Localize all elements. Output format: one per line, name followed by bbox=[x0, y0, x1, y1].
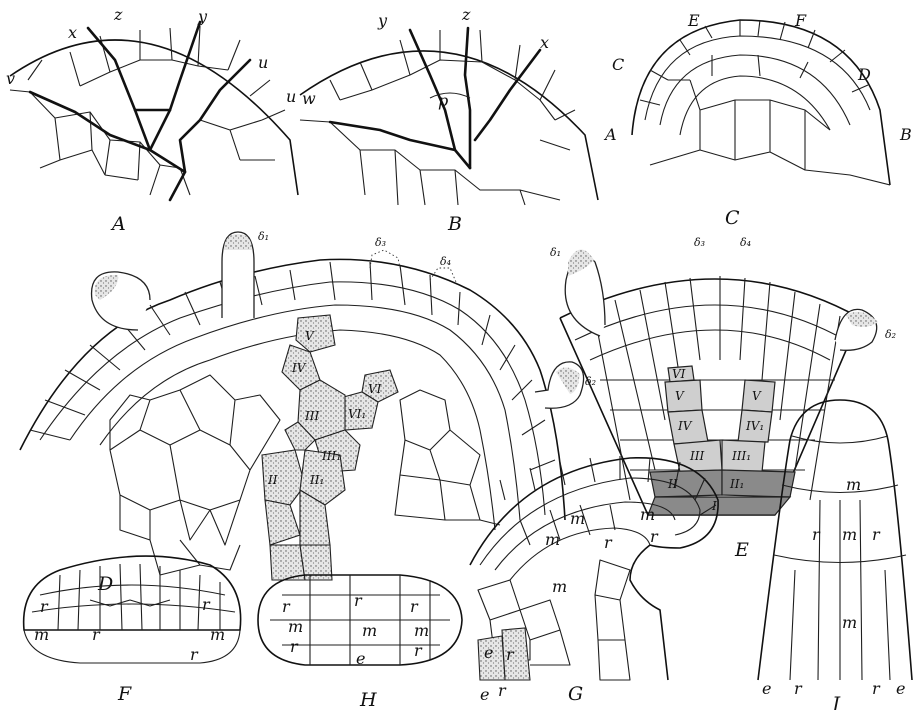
caption-a: A bbox=[110, 213, 126, 235]
label-m1: m bbox=[34, 625, 49, 644]
label-r1: r bbox=[282, 597, 291, 616]
label-VI: VI bbox=[672, 367, 686, 381]
label-v: v bbox=[6, 69, 15, 88]
label-F: F bbox=[794, 11, 807, 30]
label-II1: II₁ bbox=[309, 473, 324, 487]
label-m1: m bbox=[288, 617, 303, 636]
label-C: C bbox=[612, 55, 624, 74]
label-III: III bbox=[304, 409, 319, 423]
label-e1: e bbox=[762, 679, 771, 698]
label-VI1: VI₁ bbox=[348, 407, 366, 421]
label-r2: r bbox=[650, 527, 659, 546]
label-IV: IV bbox=[677, 419, 693, 433]
label-VI: VI bbox=[368, 382, 382, 396]
label-m1: m bbox=[570, 509, 585, 528]
label-r4: r bbox=[290, 637, 299, 656]
label-II1: II₁ bbox=[729, 477, 744, 491]
label-D: D bbox=[857, 65, 871, 84]
label-y: y bbox=[197, 7, 208, 26]
label-r1: r bbox=[604, 533, 613, 552]
label-r2: r bbox=[354, 591, 363, 610]
caption-d: D bbox=[97, 573, 113, 595]
label-A: A bbox=[603, 125, 617, 144]
label-delta2: δ₂ bbox=[885, 328, 896, 341]
figure-j: m r m r m e r r e J bbox=[758, 400, 912, 710]
label-u-lower: u bbox=[286, 87, 296, 106]
figure-a: v x z y u u A bbox=[6, 5, 298, 235]
label-e: e bbox=[356, 649, 365, 668]
label-IV1: IV₁ bbox=[745, 419, 764, 433]
caption-b: B bbox=[447, 213, 462, 235]
label-delta3: δ₃ bbox=[375, 236, 386, 249]
label-II: II bbox=[267, 473, 278, 487]
label-delta3: δ₃ bbox=[694, 236, 705, 249]
label-m1: m bbox=[846, 475, 861, 494]
label-r4: r bbox=[872, 679, 881, 698]
figure-c: C E F D B C bbox=[612, 11, 912, 229]
label-m2: m bbox=[210, 625, 225, 644]
caption-e: E bbox=[734, 539, 749, 561]
label-delta4: δ₄ bbox=[440, 255, 451, 268]
label-m4: m bbox=[552, 577, 567, 596]
figure-e: δ₁ δ₃ δ₄ δ₂ VI V IV V IV₁ III III₁ II II… bbox=[550, 236, 896, 561]
label-V-right: V bbox=[752, 389, 762, 403]
label-m2: m bbox=[842, 525, 857, 544]
label-x: x bbox=[540, 33, 549, 52]
label-delta1: δ₁ bbox=[258, 230, 269, 243]
label-r2: r bbox=[872, 525, 881, 544]
label-III1: III₁ bbox=[731, 449, 751, 463]
label-m3: m bbox=[842, 613, 857, 632]
figure-d: δ₁ δ₃ δ₄ δ₂ V IV VI VI₁ III III₁ II II₁ … bbox=[20, 230, 596, 595]
label-E: E bbox=[687, 11, 700, 30]
label-V: V bbox=[675, 389, 685, 403]
label-delta1: δ₁ bbox=[550, 246, 561, 259]
label-r1: r bbox=[40, 597, 49, 616]
caption-j: J bbox=[828, 693, 841, 710]
label-p: p bbox=[438, 91, 448, 110]
label-r4: r bbox=[498, 681, 507, 700]
label-delta4: δ₄ bbox=[740, 236, 751, 249]
caption-g: G bbox=[568, 683, 583, 705]
label-u-upper: u bbox=[258, 53, 268, 72]
label-m3: m bbox=[545, 530, 560, 549]
figure-h: r r r m m m r r e H bbox=[258, 575, 462, 710]
label-r3: r bbox=[92, 625, 101, 644]
label-III: III bbox=[689, 449, 704, 463]
label-w: w bbox=[302, 89, 316, 108]
label-m3: m bbox=[414, 621, 429, 640]
figure-f: r r m r m r F bbox=[24, 556, 241, 705]
label-z: z bbox=[461, 5, 471, 24]
label-e1: e bbox=[484, 643, 493, 662]
label-r3: r bbox=[506, 645, 515, 664]
caption-h: H bbox=[359, 689, 377, 710]
label-e2: e bbox=[480, 685, 489, 704]
label-r5: r bbox=[414, 641, 423, 660]
caption-c: C bbox=[725, 207, 740, 229]
label-r2: r bbox=[202, 595, 211, 614]
label-V: V bbox=[305, 329, 315, 343]
label-III1: III₁ bbox=[321, 449, 341, 463]
caption-f: F bbox=[117, 683, 132, 705]
label-x: x bbox=[68, 23, 77, 42]
label-y: y bbox=[377, 11, 388, 30]
label-z: z bbox=[113, 5, 123, 24]
label-B: B bbox=[899, 125, 912, 144]
label-m2: m bbox=[362, 621, 377, 640]
label-r1: r bbox=[812, 525, 821, 544]
label-r3: r bbox=[410, 597, 419, 616]
figure-b: w y z x p A B bbox=[300, 5, 617, 235]
label-r3: r bbox=[794, 679, 803, 698]
label-IV: IV bbox=[291, 361, 307, 375]
label-m2: m bbox=[640, 505, 655, 524]
label-r4: r bbox=[190, 645, 199, 664]
label-e2: e bbox=[896, 679, 905, 698]
